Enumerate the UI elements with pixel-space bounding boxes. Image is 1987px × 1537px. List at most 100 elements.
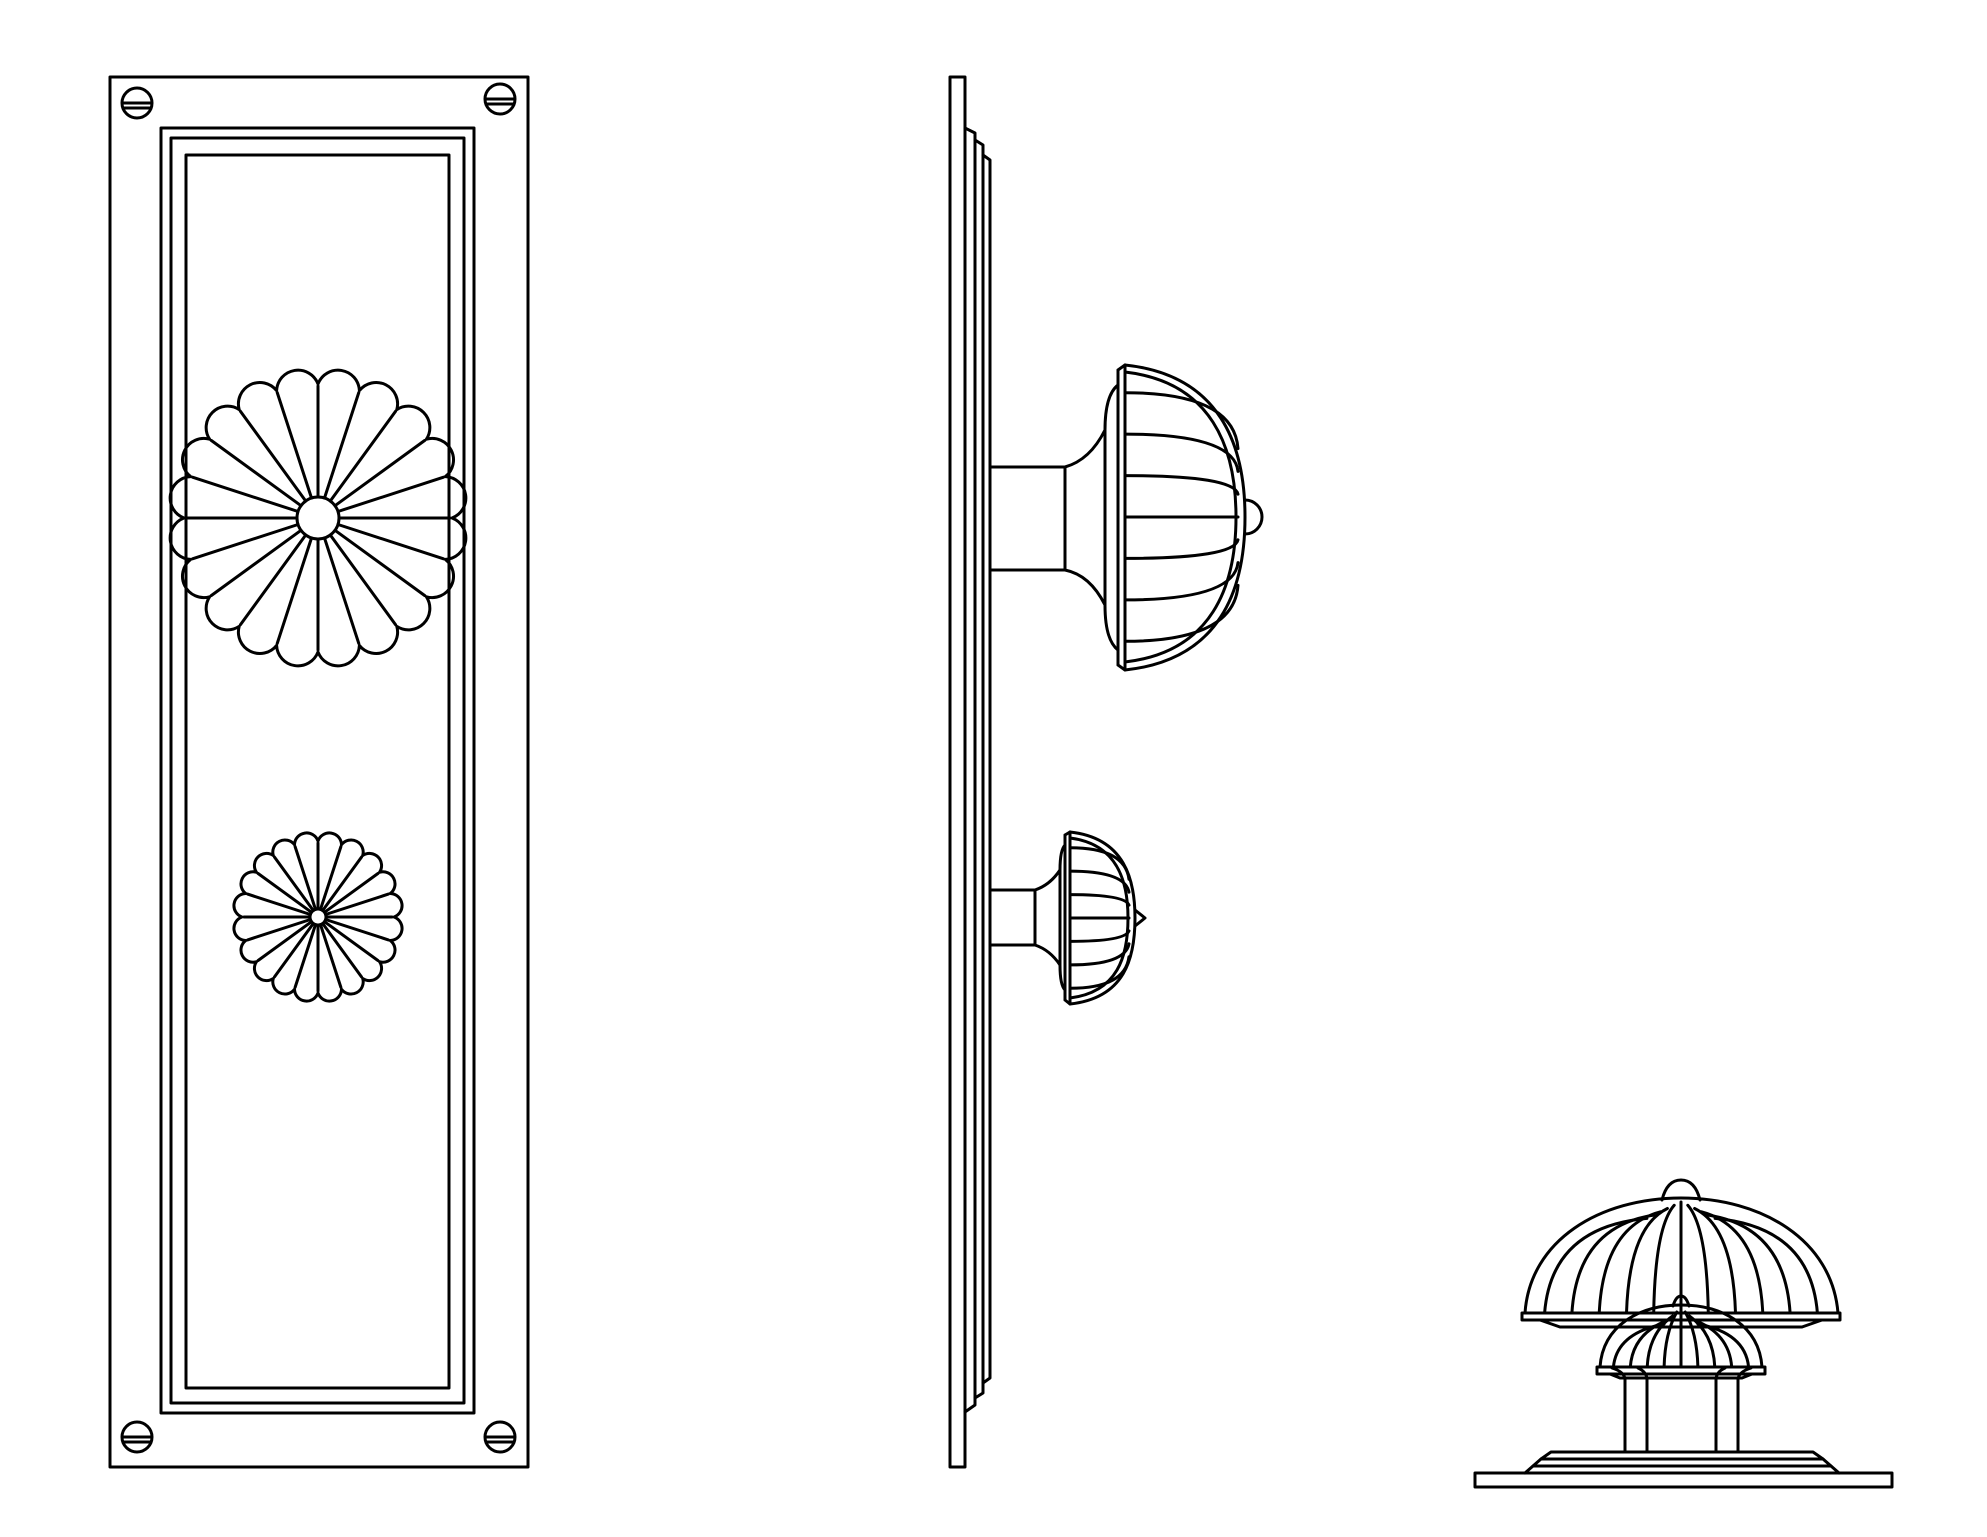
knob-rib bbox=[1070, 931, 1129, 942]
knob-flute bbox=[1708, 1215, 1790, 1313]
rosette-outline bbox=[234, 833, 402, 1001]
knob-flute bbox=[1613, 1324, 1664, 1367]
knob-flute bbox=[1630, 1320, 1668, 1367]
small-knob-bottom bbox=[1597, 1296, 1765, 1378]
rosette-petal-divider bbox=[193, 477, 299, 511]
rosette-petal-divider bbox=[295, 925, 315, 988]
rosette-petal-divider bbox=[325, 874, 378, 913]
knob-flute bbox=[1599, 1212, 1660, 1313]
rosette-petal-divider bbox=[326, 894, 389, 914]
screw-bottom-right bbox=[485, 1422, 515, 1452]
knob-flute bbox=[1572, 1215, 1654, 1313]
knob-rib bbox=[1125, 434, 1238, 471]
knob-flute bbox=[1664, 1312, 1677, 1367]
backplate-edge bbox=[950, 77, 965, 1467]
large-rosette bbox=[170, 370, 466, 666]
knob-rib bbox=[1125, 585, 1238, 641]
rosette-petal-divider bbox=[258, 874, 311, 913]
rosette-petal-divider bbox=[338, 477, 444, 511]
rosette-outline bbox=[170, 370, 466, 666]
rosette-petal-divider bbox=[240, 535, 305, 625]
small-knob-ribs bbox=[1070, 848, 1129, 989]
knob-rib bbox=[1125, 476, 1238, 495]
rosette-petal-divider bbox=[193, 525, 299, 559]
rosette-petal-divider bbox=[325, 393, 359, 499]
rosette-petal-divider bbox=[248, 920, 311, 940]
knob-rib bbox=[1070, 957, 1129, 989]
knob-flute bbox=[1647, 1316, 1672, 1367]
small-knob-shank bbox=[990, 870, 1060, 965]
rosette-petal-divider bbox=[275, 857, 314, 910]
rosette-petal-divider bbox=[277, 393, 311, 499]
bottom-view bbox=[1475, 1180, 1892, 1487]
screw-top-left bbox=[122, 88, 152, 118]
rosette-petal-divider bbox=[211, 440, 301, 505]
backplate-outline bbox=[110, 77, 528, 1467]
small-rosette bbox=[234, 833, 402, 1001]
rosette-petal-divider bbox=[323, 924, 362, 977]
rosette-petal-divider bbox=[275, 924, 314, 977]
rosette-petal-divider bbox=[326, 920, 389, 940]
large-knob-side bbox=[990, 365, 1262, 670]
small-knob-bottom-ribs bbox=[1613, 1308, 1748, 1367]
large-knob-shank bbox=[990, 430, 1105, 605]
backplate-step-2 bbox=[975, 140, 983, 1398]
bottom-shank bbox=[1625, 1380, 1738, 1452]
small-knob-bottom-skirt bbox=[1610, 1374, 1752, 1378]
small-knob-dome bbox=[1070, 832, 1135, 1004]
rosette-petal-divider bbox=[330, 411, 395, 501]
knob-flute bbox=[1627, 1209, 1668, 1314]
knob-rib bbox=[1070, 895, 1129, 906]
rosette-petal-divider bbox=[325, 922, 378, 961]
rosette-petal-divider bbox=[321, 847, 341, 910]
small-knob-bottom-dome bbox=[1600, 1305, 1762, 1367]
front-view bbox=[110, 77, 528, 1467]
backplate-panel bbox=[186, 155, 449, 1388]
large-knob-bottom-dome bbox=[1525, 1198, 1838, 1313]
backplate-bevel-outer bbox=[161, 128, 474, 1413]
knob-rib bbox=[1125, 393, 1238, 449]
large-knob-base bbox=[1105, 385, 1118, 650]
knob-flute bbox=[1654, 1205, 1675, 1313]
large-knob-ribs bbox=[1125, 393, 1238, 642]
small-knob-bottom-rim bbox=[1597, 1367, 1765, 1374]
side-view bbox=[950, 77, 1262, 1467]
large-knob-dome bbox=[1125, 365, 1245, 670]
small-knob-tip bbox=[1135, 910, 1145, 926]
knob-rib bbox=[1125, 563, 1238, 600]
knob-flute bbox=[1694, 1320, 1732, 1367]
rosette-petal-divider bbox=[240, 411, 305, 501]
rosette-petal-divider bbox=[338, 525, 444, 559]
backplate-step-3 bbox=[983, 155, 990, 1383]
rosette-petal-divider bbox=[323, 857, 362, 910]
bottom-plate-step-3 bbox=[1541, 1452, 1823, 1459]
rosette-petal-divider bbox=[325, 538, 359, 644]
rosette-petal-divider bbox=[277, 538, 311, 644]
knob-rib bbox=[1070, 944, 1129, 965]
knob-rib bbox=[1125, 540, 1238, 559]
backplate-step-1 bbox=[965, 128, 975, 1412]
knob-rib bbox=[1070, 848, 1129, 880]
rosette-petal-divider bbox=[258, 922, 311, 961]
large-knob-tip bbox=[1245, 500, 1262, 534]
screw-top-right bbox=[485, 84, 515, 114]
rosette-center bbox=[297, 497, 339, 539]
bottom-plate bbox=[1475, 1473, 1892, 1487]
rosette-petal-divider bbox=[211, 530, 301, 595]
rosette-petal-divider bbox=[335, 440, 425, 505]
knob-rib bbox=[1070, 871, 1129, 892]
knob-flute bbox=[1685, 1312, 1698, 1367]
knob-flute bbox=[1715, 1218, 1817, 1313]
screw-bottom-left bbox=[122, 1422, 152, 1452]
large-knob-bottom-tip bbox=[1662, 1180, 1700, 1200]
rosette-petal-divider bbox=[335, 530, 425, 595]
rosette-petal-divider bbox=[248, 894, 311, 914]
rosette-petal-divider bbox=[321, 925, 341, 988]
knob-flute bbox=[1698, 1324, 1749, 1367]
backplate-bevel-mid bbox=[171, 138, 464, 1403]
small-knob-bottom-tip bbox=[1673, 1296, 1689, 1306]
knob-flute bbox=[1688, 1205, 1709, 1313]
rosette-petal-divider bbox=[295, 847, 315, 910]
bottom-plate-step-2 bbox=[1533, 1459, 1831, 1466]
